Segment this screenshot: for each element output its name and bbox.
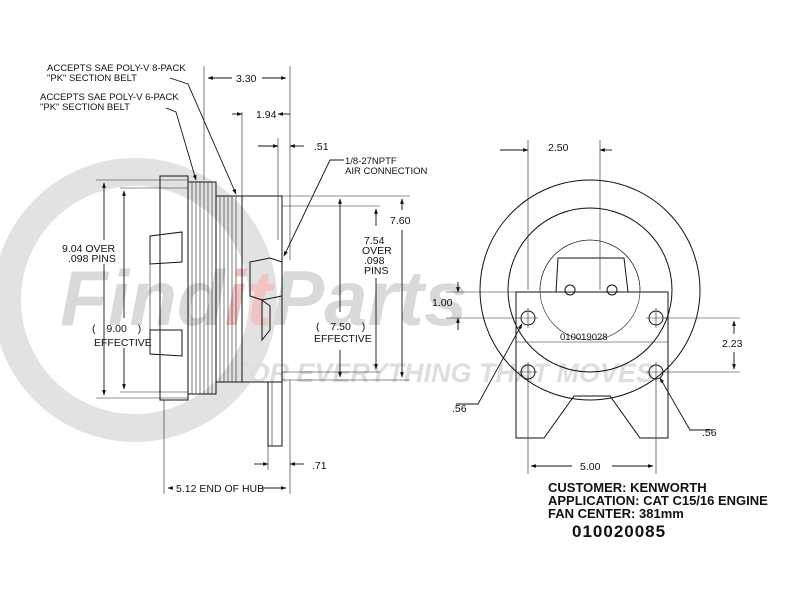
dim-2-23: 2.23 bbox=[722, 338, 743, 350]
pulley-inner-circle bbox=[507, 207, 673, 373]
effective-label-left: EFFECTIVE bbox=[94, 337, 152, 349]
belt-6pack-note: ACCEPTS SAE POLY-V 6-PACK "PK" SECTION B… bbox=[40, 92, 181, 113]
side-view: 3.30 1.94 .51 ACCEPTS SAE POLY-V 8-PACK … bbox=[40, 63, 427, 495]
air-connection-note: 1/8-27NPTF AIR CONNECTION bbox=[345, 156, 427, 177]
dim-0-51: .51 bbox=[314, 141, 329, 153]
dim-9-04-over-pins: 9.04 OVER .098 PINS bbox=[62, 243, 118, 265]
caption-block: CUSTOMER: KENWORTH APPLICATION: CAT C15/… bbox=[548, 480, 768, 541]
part-number: 010020085 bbox=[572, 522, 666, 541]
pulley-6-pack bbox=[215, 195, 243, 383]
dim-5-00: 5.00 bbox=[580, 461, 601, 473]
dim-7-50-effective: ( 7.50 ) bbox=[316, 321, 365, 333]
dim-0-56-left: .56 bbox=[452, 403, 467, 415]
watermark: FinditParts FOR EVERYTHING THAT MOVES bbox=[0, 158, 654, 442]
caption-customer: CUSTOMER: KENWORTH bbox=[548, 480, 707, 495]
dim-5-12-end-of-hub: 5.12 END OF HUB bbox=[176, 483, 264, 495]
caption-fan-center: FAN CENTER: 381mm bbox=[548, 506, 684, 521]
effective-label-right: EFFECTIVE bbox=[314, 333, 372, 345]
dim-7-60: 7.60 bbox=[390, 215, 411, 227]
bracket-stamp: 010019028 bbox=[560, 332, 608, 343]
pulley-outer-circle bbox=[479, 179, 701, 401]
caption-application: APPLICATION: CAT C15/16 ENGINE bbox=[548, 493, 768, 508]
mounting-bracket bbox=[515, 291, 669, 439]
dim-2-50: 2.50 bbox=[548, 142, 569, 154]
dim-0-71: .71 bbox=[312, 460, 327, 472]
belt-8pack-note: ACCEPTS SAE POLY-V 8-PACK "PK" SECTION B… bbox=[47, 63, 188, 84]
dim-1-94: 1.94 bbox=[256, 109, 277, 121]
dim-7-54-over-pins: 7.54 OVER .098 PINS bbox=[362, 235, 395, 277]
clutch-drum bbox=[241, 195, 283, 447]
dim-3-30: 3.30 bbox=[236, 73, 257, 85]
dim-0-56-right: .56 bbox=[702, 427, 717, 439]
dim-1-00: 1.00 bbox=[432, 297, 453, 309]
dim-9-00-effective: ( 9.00 ) bbox=[92, 323, 141, 335]
front-view: 010019028 2.50 1.00 2.23 .56 .56 5.00 bbox=[432, 140, 743, 474]
watermark-tagline: FOR EVERYTHING THAT MOVES bbox=[232, 358, 654, 388]
